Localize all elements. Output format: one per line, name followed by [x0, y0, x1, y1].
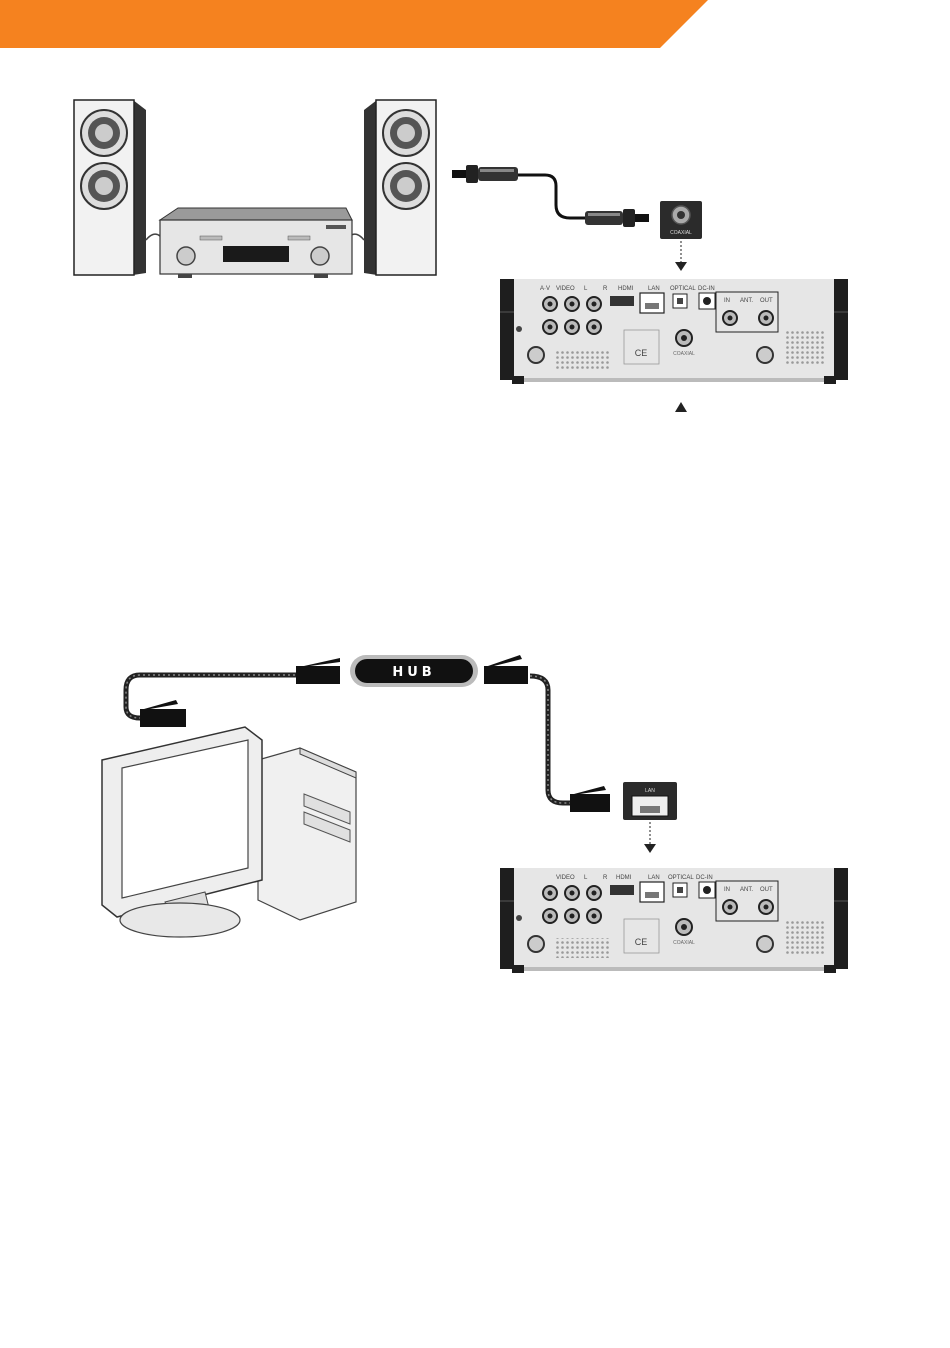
- antenna-ant-label: ANT.: [740, 887, 753, 893]
- lan-label: LAN: [648, 286, 660, 292]
- network-hub: HUB: [350, 655, 478, 687]
- screw-icon: [757, 347, 773, 363]
- antenna-out-label: OUT: [760, 298, 773, 304]
- screw-icon: [757, 936, 773, 952]
- audio-connection-diagram: COAXIAL A·V VIDEO L R HDMI LAN OPTICAL D…: [0, 90, 950, 420]
- left-speaker: [74, 100, 146, 275]
- hdmi-label: HDMI: [618, 286, 634, 292]
- media-player-rear-panel: A·V VIDEO L R HDMI LAN OPTICAL DC-IN COA…: [500, 279, 848, 384]
- rj45-plug: [570, 786, 610, 812]
- antenna-in-label: IN: [724, 298, 730, 304]
- desktop-computer: [102, 727, 356, 937]
- coaxial-output-label: COAXIAL: [673, 940, 695, 946]
- antenna-ant-label: ANT.: [740, 298, 753, 304]
- screw-icon: [528, 347, 544, 363]
- rj45-plug: [140, 700, 186, 727]
- rj45-plug: [296, 658, 340, 684]
- dc-in-label: DC-IN: [698, 286, 715, 292]
- optical-label: OPTICAL: [668, 875, 694, 881]
- coaxial-output-label: COAXIAL: [673, 351, 695, 357]
- header-band: [0, 0, 950, 50]
- svg-text:CE: CE: [635, 348, 648, 358]
- lan-port-callout: LAN: [623, 782, 677, 853]
- arrow-down-icon: [675, 262, 687, 271]
- coaxial-cable: [452, 165, 649, 227]
- hdmi-label: HDMI: [616, 875, 632, 881]
- av-out-label: A·V: [540, 286, 550, 292]
- lan-label: LAN: [648, 875, 660, 881]
- antenna-out-label: OUT: [760, 887, 773, 893]
- video-label: VIDEO: [556, 875, 575, 881]
- coaxial-port-callout: COAXIAL: [660, 201, 702, 271]
- lan-port-label: LAN: [645, 788, 655, 794]
- right-speaker: [364, 100, 436, 275]
- hdmi-port: [610, 296, 634, 306]
- network-cable-right: [530, 676, 572, 803]
- amplifier: [160, 208, 352, 278]
- audio-r-label: R: [603, 286, 608, 292]
- coaxial-port-label: COAXIAL: [670, 230, 692, 236]
- antenna-in-label: IN: [724, 887, 730, 893]
- network-connection-diagram: HUB LAN VIDEO L R HDMI LAN OPTICAL DC: [0, 650, 950, 990]
- header-band-shape: [0, 0, 708, 48]
- hub-label: HUB: [392, 665, 435, 680]
- screw-icon: [528, 936, 544, 952]
- arrow-down-icon: [644, 844, 656, 853]
- video-label: VIDEO: [556, 286, 575, 292]
- hdmi-port: [610, 885, 634, 895]
- arrow-up-icon: [675, 402, 687, 412]
- dc-in-label: DC-IN: [696, 875, 713, 881]
- optical-label: OPTICAL: [670, 286, 696, 292]
- rj45-plug: [484, 655, 528, 684]
- audio-r-label: R: [603, 875, 608, 881]
- svg-text:CE: CE: [635, 937, 648, 947]
- media-player-rear-panel: VIDEO L R HDMI LAN OPTICAL DC-IN COAXIAL…: [500, 868, 848, 973]
